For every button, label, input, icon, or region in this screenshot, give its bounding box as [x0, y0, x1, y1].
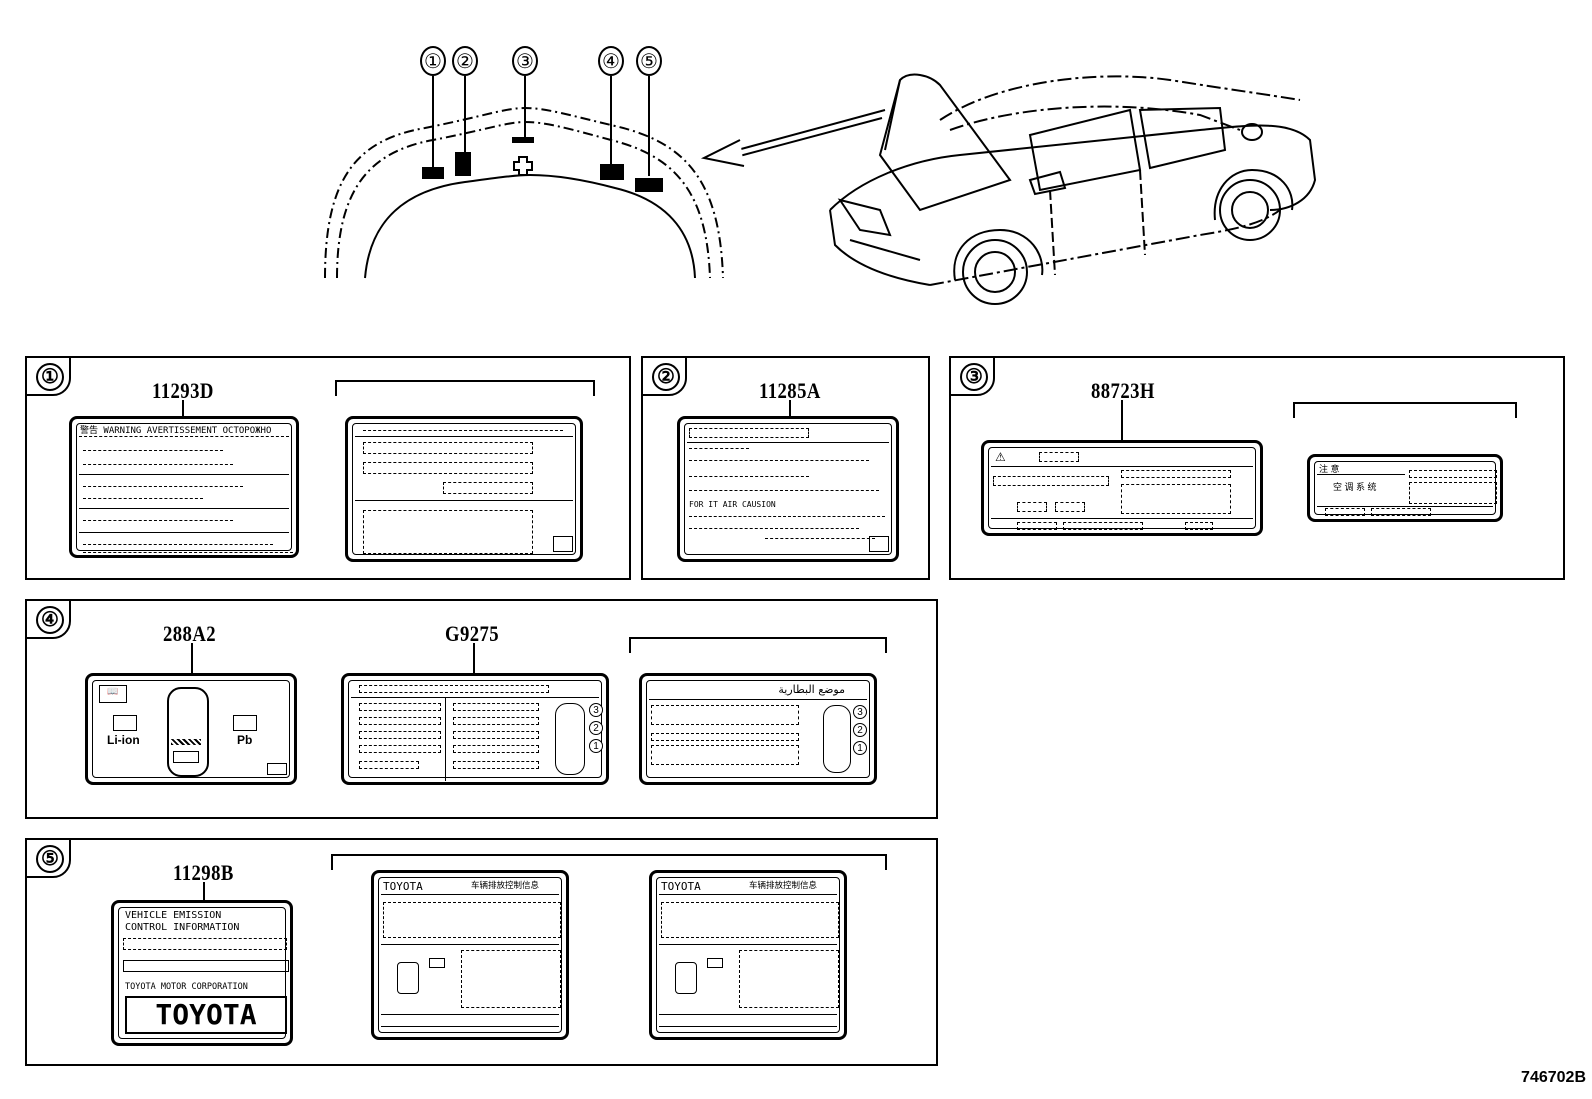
- figure-id: 746702B: [1521, 1069, 1586, 1086]
- label-11298b: VEHICLE EMISSION CONTROL INFORMATION TOY…: [111, 900, 293, 1046]
- label-g9275-ar: موضع البطارية 3 2 1: [639, 673, 877, 785]
- battery-icon-li: [113, 715, 137, 731]
- overview-callout-4: ④: [598, 46, 624, 76]
- label-88723h-cn-body: 空 调 系 统: [1333, 482, 1377, 492]
- label-11285a-line: FOR IT AIR CAUSION: [689, 500, 776, 509]
- label-11285a: FOR IT AIR CAUSION: [677, 416, 899, 562]
- overview-callout-1: ①: [420, 46, 446, 76]
- li-ion-label: Li-ion: [107, 733, 140, 747]
- panel-2-part-number: 11285A: [759, 378, 821, 403]
- overview-diagram: ① ② ③ ④ ⑤: [0, 0, 1592, 340]
- panel-3-number: ③: [960, 363, 988, 391]
- cn-a-header: 车辆排放控制信息: [471, 880, 540, 890]
- arabic-title: موضع البطارية: [778, 683, 845, 696]
- label-88723h: ⚠: [981, 440, 1263, 536]
- label-88723h-cn-warning: 注 意: [1319, 464, 1340, 474]
- panel-4-part-number-b: G9275: [445, 621, 500, 646]
- label-11293d: 警告 WARNING AVERTISSEMENT OCTOPOЖНО: [69, 416, 299, 558]
- label-11293d-alt: [345, 416, 583, 562]
- veci-line2: CONTROL INFORMATION: [125, 922, 240, 933]
- cn-a-brand: TOYOTA: [383, 880, 423, 893]
- panel-5-part-number: 11298B: [173, 860, 234, 885]
- label-g9275: 3 2 1: [341, 673, 609, 785]
- panel-5-number: ⑤: [36, 845, 64, 873]
- overview-callout-5: ⑤: [636, 46, 662, 76]
- warning-icon: ⚠: [995, 450, 1006, 464]
- panel-1: ① 11293D 警告 WARNING AVERTISSEMENT OCTOPO…: [25, 356, 631, 580]
- panel-4-number: ④: [36, 606, 64, 634]
- veci-brand: TOYOTA: [125, 996, 287, 1034]
- panel-3-part-number: 88723H: [1091, 378, 1155, 403]
- veci-line1: VEHICLE EMISSION: [125, 910, 222, 921]
- panel-1-part-number: 11293D: [152, 378, 214, 403]
- car-topview-icon: [555, 703, 585, 775]
- pb-label: Pb: [237, 733, 253, 747]
- overview-callout-3: ③: [512, 46, 538, 76]
- panel-2: ② 11285A FOR IT AIR CAUSION: [641, 356, 930, 580]
- panel-2-number: ②: [652, 363, 680, 391]
- label-11293d-header: 警告 WARNING AVERTISSEMENT OCTOPOЖНО: [80, 426, 272, 436]
- panel-5: ⑤ 11298B VEHICLE EMISSION CONTROL INFORM…: [25, 838, 938, 1066]
- panel-3: ③ 88723H ⚠ 注 意 空 调 系 统: [949, 356, 1565, 580]
- manual-icon: 📖: [99, 685, 127, 703]
- cn-b-brand: TOYOTA: [661, 880, 701, 893]
- overview-callout-2: ②: [452, 46, 478, 76]
- sensor-icon: [675, 962, 697, 994]
- car-illustration: [829, 73, 1317, 305]
- veci-corp: TOYOTA MOTOR CORPORATION: [125, 982, 248, 992]
- label-11298b-cn-b: TOYOTA 车辆排放控制信息: [649, 870, 847, 1040]
- car-topview-icon: [167, 687, 209, 777]
- sensor-icon: [397, 962, 419, 994]
- battery-icon-pb: [233, 715, 257, 731]
- car-topview-icon: [823, 705, 851, 773]
- arrow-icon: [700, 109, 886, 167]
- cn-b-header: 车辆排放控制信息: [749, 880, 818, 890]
- panel-4: ④ 288A2 G9275 📖 Li-ion Pb: [25, 599, 938, 819]
- label-288a2: 📖 Li-ion Pb: [85, 673, 297, 785]
- label-11298b-cn-a: TOYOTA 车辆排放控制信息: [371, 870, 569, 1040]
- panel-4-part-number-a: 288A2: [163, 621, 217, 646]
- label-88723h-cn: 注 意 空 调 系 统: [1307, 454, 1503, 522]
- panel-1-number: ①: [36, 363, 64, 391]
